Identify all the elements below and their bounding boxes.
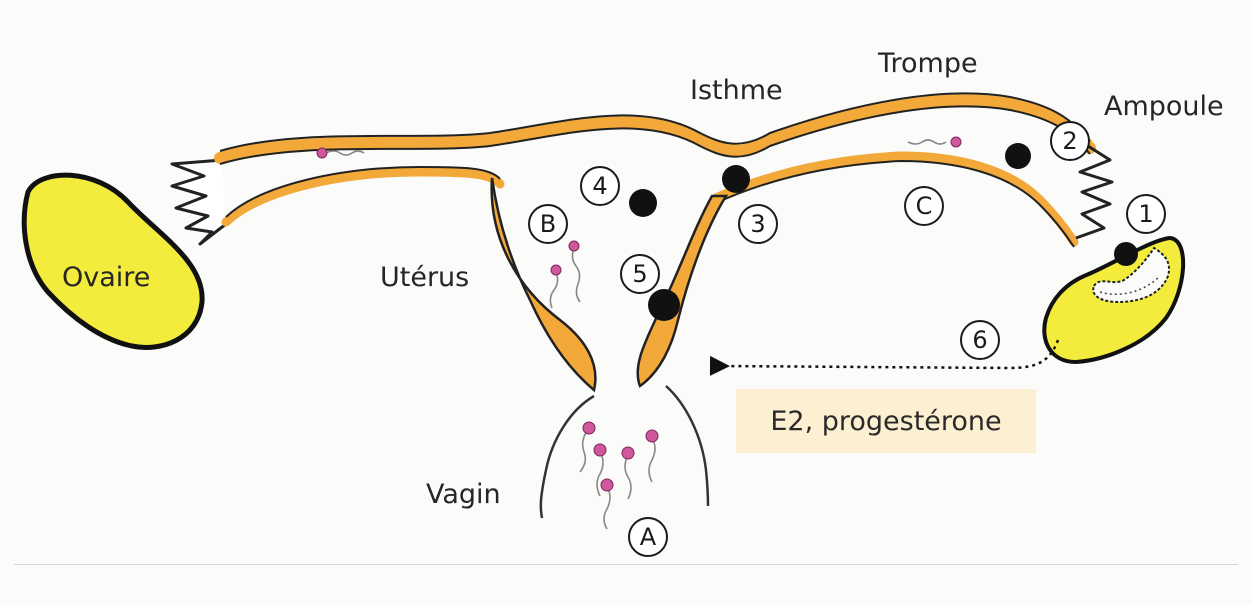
hormone-arrow [709,339,1060,376]
hormone-box: E2, progestérone [736,389,1036,453]
uterus-right-wall [636,194,729,388]
egg-1 [1114,242,1138,266]
label-uterus: Utérus [380,262,470,293]
right-fimbriae [1075,144,1114,240]
vagina-left-wall [539,394,595,519]
label-trompe: Trompe [878,48,978,79]
marker-5: 5 [620,254,660,294]
marker-C: C [904,186,944,226]
marker-3: 3 [738,204,778,244]
sperm-heads [316,136,962,492]
marker-1: 1 [1126,194,1166,234]
marker-4: 4 [580,166,620,206]
marker-6: 6 [960,320,1000,360]
label-ovaire: Ovaire [62,262,151,293]
bottom-rule [14,564,1238,565]
egg-2 [1005,143,1031,169]
tube-lower-wall-right [711,151,1079,247]
marker-A: A [628,517,668,557]
label-isthme: Isthme [690,75,783,106]
egg-5 [648,289,680,321]
tube-lower-wall-left [221,167,505,227]
sperm-group [325,139,947,530]
left-fimbriae [170,158,227,246]
tube-outer-wall [214,94,1096,164]
marker-2: 2 [1050,121,1090,161]
label-ampoule: Ampoule [1104,91,1224,122]
egg-3 [722,165,750,193]
vagina-right-wall [665,385,710,507]
left-ovary [21,172,205,350]
egg-4 [629,189,657,217]
hormone-label: E2, progestérone [770,405,1002,437]
uterus-left-wall [490,177,597,393]
corpus-luteum-opening [1092,246,1170,304]
marker-B: B [528,204,568,244]
label-vagin: Vagin [426,479,501,510]
